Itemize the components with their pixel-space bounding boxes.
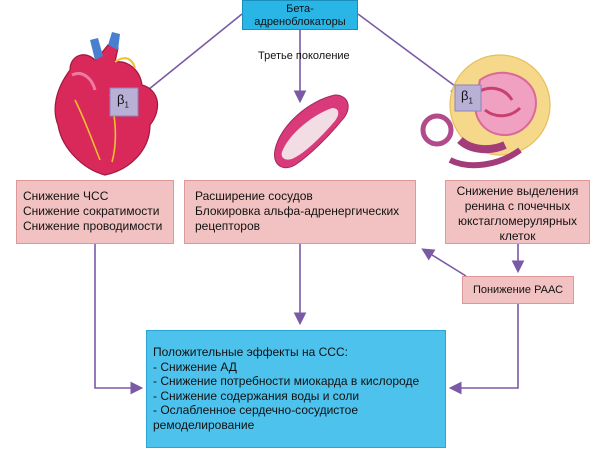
- arrow-to-heart: [137, 13, 243, 99]
- vessel-effects-box: Расширение сосудов Блокировка альфа-адре…: [184, 180, 416, 244]
- vessel-effect-3: рецепторов: [195, 219, 261, 233]
- heart-beta1-label: β1: [117, 92, 129, 110]
- kidney-effect-1: Снижение выделения: [456, 184, 579, 198]
- positive-effects-box: Положительные эффекты на ССС: - Снижение…: [146, 330, 446, 448]
- arrow-to-kidney: [357, 13, 456, 87]
- heart-effects-box: Снижение ЧСС Снижение сократимости Сниже…: [16, 180, 174, 244]
- vessel-effect-2: Блокировка альфа-адренергических: [195, 204, 400, 218]
- vessel-effect-1: Расширение сосудов: [195, 189, 313, 203]
- beta-box-line-2: адреноблокаторы: [254, 16, 346, 28]
- raas-box: Понижение РААС: [462, 276, 574, 304]
- beta-box-line-1: Бета-: [286, 3, 314, 15]
- heart-effect-3: Снижение проводимости: [23, 219, 163, 233]
- kidney-effect-3: юкстагломерулярных: [458, 214, 577, 228]
- kidney-beta1-label: β1: [461, 88, 473, 106]
- effect-item: - Снижение АД: [153, 359, 237, 374]
- arrow-raas-to-middle: [421, 248, 467, 277]
- third-generation-label: Третье поколение: [258, 50, 350, 62]
- effect-item: - Ослабленное сердечно-сосудистое: [153, 403, 359, 417]
- kidney-effects-box: Снижение выделения ренина с почечных юкс…: [445, 180, 590, 244]
- heart-effect-2: Снижение сократимости: [23, 204, 160, 218]
- arrow-left-to-effects: [94, 244, 144, 395]
- effect-item: - Снижение содержания воды и соли: [153, 388, 360, 403]
- effects-title: Положительные эффекты на ССС:: [153, 345, 348, 359]
- kidney-effect-4: клеток: [499, 229, 536, 243]
- kidney-effect-2: ренина с почечных: [464, 199, 571, 213]
- arrow-raas-to-effects: [448, 304, 519, 395]
- beta-blockers-box: Бета- адреноблокаторы: [242, 0, 358, 30]
- effect-item-continued: ремоделирование: [153, 417, 255, 432]
- heart-effect-1: Снижение ЧСС: [23, 189, 109, 203]
- effect-item: - Снижение потребности миокарда в кислор…: [153, 374, 420, 388]
